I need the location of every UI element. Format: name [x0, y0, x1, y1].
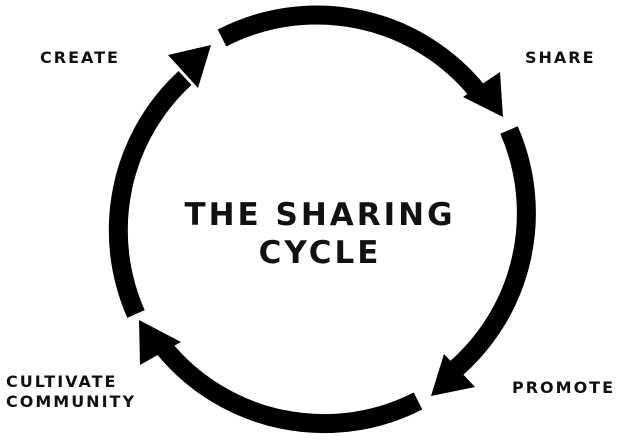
arc-cultivate-to-create	[108, 71, 192, 318]
stage-label-cultivate: CULTIVATE	[6, 372, 118, 391]
stage-label-cultivate-community: CULTIVATE COMMUNITY	[6, 372, 136, 412]
arc-promote-to-cultivate	[156, 341, 423, 434]
arrowhead-share	[463, 72, 503, 117]
arrowhead-create	[168, 45, 211, 88]
diagram-title-line1: THE SHARING	[184, 197, 456, 233]
stage-label-promote: PROMOTE	[512, 378, 616, 397]
arrowhead-cultivate	[139, 320, 181, 365]
arc-create-to-share	[217, 5, 486, 98]
arrowhead-promote	[431, 354, 475, 396]
stage-label-create: CREATE	[40, 48, 120, 67]
diagram-title-line2: CYCLE	[258, 235, 382, 271]
stage-label-share: SHARE	[525, 48, 596, 67]
stage-label-community: COMMUNITY	[6, 392, 137, 411]
arc-share-to-promote	[445, 126, 536, 380]
